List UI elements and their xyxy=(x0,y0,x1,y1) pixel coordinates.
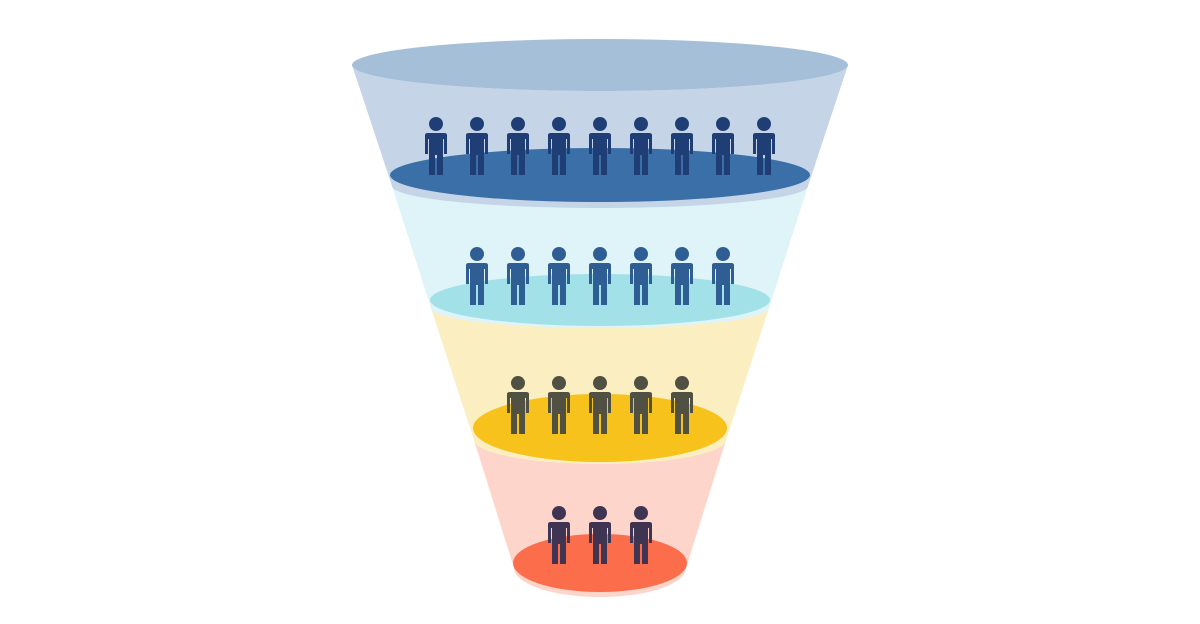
person-icon xyxy=(671,117,693,175)
person-icon xyxy=(425,117,447,175)
person-icon xyxy=(589,376,611,434)
stage-3-people xyxy=(507,376,693,434)
person-icon xyxy=(589,506,611,564)
person-icon xyxy=(507,247,529,305)
person-icon xyxy=(630,117,652,175)
person-icon xyxy=(507,376,529,434)
person-icon xyxy=(466,117,488,175)
person-icon xyxy=(548,376,570,434)
person-icon xyxy=(753,117,775,175)
funnel-top-rim xyxy=(352,39,848,91)
stage-4-people xyxy=(548,506,652,564)
stage-1-people xyxy=(425,117,775,175)
stage-2-people xyxy=(466,247,734,305)
person-icon xyxy=(671,247,693,305)
person-icon xyxy=(630,247,652,305)
person-icon xyxy=(589,117,611,175)
person-icon xyxy=(712,117,734,175)
person-icon xyxy=(548,247,570,305)
person-icon xyxy=(548,117,570,175)
funnel-disc-1 xyxy=(390,148,810,202)
person-icon xyxy=(507,117,529,175)
funnel-disc-3 xyxy=(473,394,727,462)
person-icon xyxy=(548,506,570,564)
person-icon xyxy=(630,506,652,564)
person-icon xyxy=(630,376,652,434)
person-icon xyxy=(712,247,734,305)
person-icon xyxy=(589,247,611,305)
person-icon xyxy=(671,376,693,434)
person-icon xyxy=(466,247,488,305)
funnel-people xyxy=(425,117,775,564)
